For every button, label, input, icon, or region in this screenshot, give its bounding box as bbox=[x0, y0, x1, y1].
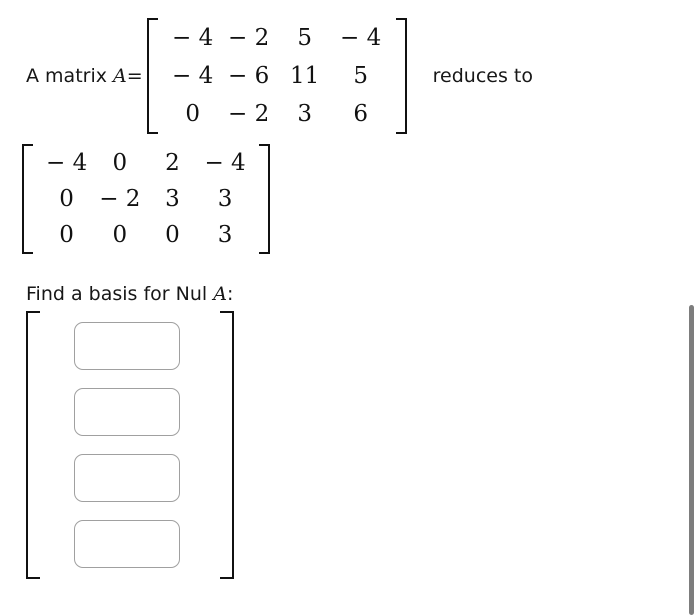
matrix-reduced-cell-r3c2: 0 bbox=[112, 222, 128, 248]
matrix-reduced: − 4 0 2 − 4 0 − 2 3 3 0 0 0 3 bbox=[22, 144, 270, 254]
question-text-after: : bbox=[226, 283, 234, 305]
matrix-reduced-cell-r3c3: 0 bbox=[165, 222, 180, 248]
matrix-a-left-bracket bbox=[146, 18, 158, 134]
matrix-reduced-cell-r1c1: − 4 bbox=[46, 150, 88, 176]
question-prompt: Find a basis for Nul A: bbox=[26, 283, 233, 305]
reduces-to-text: reduces to bbox=[432, 65, 533, 87]
matrix-a: − 4 − 2 5 − 4 − 4 − 6 11 5 0 − 2 3 6 bbox=[146, 18, 407, 134]
matrix-a-cell-r2c4: 5 bbox=[353, 63, 368, 89]
matrix-reduced-grid: − 4 0 2 − 4 0 − 2 3 3 0 0 0 3 bbox=[33, 144, 259, 254]
answer-vector-left-bracket bbox=[26, 311, 40, 579]
matrix-reduced-cell-r3c1: 0 bbox=[59, 222, 74, 248]
matrix-reduced-right-bracket bbox=[258, 144, 270, 254]
matrix-a-grid: − 4 − 2 5 − 4 − 4 − 6 11 5 0 − 2 3 6 bbox=[158, 18, 396, 134]
answer-input-4[interactable] bbox=[74, 520, 180, 568]
matrix-a-cell-r3c1: 0 bbox=[185, 101, 200, 127]
statement-row: A matrix A = − 4 − 2 5 − 4 − 4 − 6 11 5 … bbox=[26, 14, 533, 138]
matrix-a-right-bracket bbox=[395, 18, 407, 134]
matrix-reduced-cell-r1c4: − 4 bbox=[204, 150, 246, 176]
answer-input-column bbox=[40, 311, 198, 579]
answer-input-3[interactable] bbox=[74, 454, 180, 502]
matrix-reduced-cell-r2c3: 3 bbox=[165, 186, 180, 212]
matrix-a-cell-r1c4: − 4 bbox=[340, 25, 382, 51]
matrix-a-cell-r1c2: − 2 bbox=[228, 25, 270, 51]
matrix-reduced-cell-r2c2: − 2 bbox=[99, 186, 141, 212]
matrix-a-cell-r3c3: 3 bbox=[297, 101, 312, 127]
question-text-before: Find a basis for Nul bbox=[26, 283, 208, 305]
matrix-reduced-cell-r1c3: 2 bbox=[165, 150, 180, 176]
answer-input-2[interactable] bbox=[74, 388, 180, 436]
matrix-reduced-cell-r1c2: 0 bbox=[112, 150, 128, 176]
statement-intro-text: A matrix bbox=[26, 65, 107, 87]
matrix-reduced-cell-r2c4: 3 bbox=[217, 186, 233, 212]
equals-sign: = bbox=[126, 65, 143, 87]
question-matrix-label: A bbox=[213, 283, 227, 305]
matrix-reduced-cell-r3c4: 3 bbox=[217, 222, 233, 248]
answer-vector-spacer bbox=[198, 311, 220, 579]
answer-vector-right-bracket bbox=[220, 311, 234, 579]
matrix-a-cell-r1c1: − 4 bbox=[172, 25, 214, 51]
matrix-a-cell-r2c2: − 6 bbox=[228, 63, 270, 89]
matrix-a-cell-r3c2: − 2 bbox=[228, 101, 270, 127]
answer-vector bbox=[26, 311, 234, 579]
reduced-matrix-row: − 4 0 2 − 4 0 − 2 3 3 0 0 0 3 bbox=[22, 144, 270, 254]
matrix-a-cell-r1c3: 5 bbox=[297, 25, 312, 51]
matrix-a-label: A bbox=[112, 65, 127, 87]
scrollbar-thumb[interactable] bbox=[689, 305, 694, 615]
answer-input-1[interactable] bbox=[74, 322, 180, 370]
matrix-reduced-cell-r2c1: 0 bbox=[59, 186, 74, 212]
matrix-a-cell-r2c1: − 4 bbox=[172, 63, 214, 89]
matrix-a-cell-r3c4: 6 bbox=[353, 101, 368, 127]
matrix-reduced-left-bracket bbox=[22, 144, 33, 254]
matrix-a-cell-r2c3: 11 bbox=[290, 63, 320, 89]
